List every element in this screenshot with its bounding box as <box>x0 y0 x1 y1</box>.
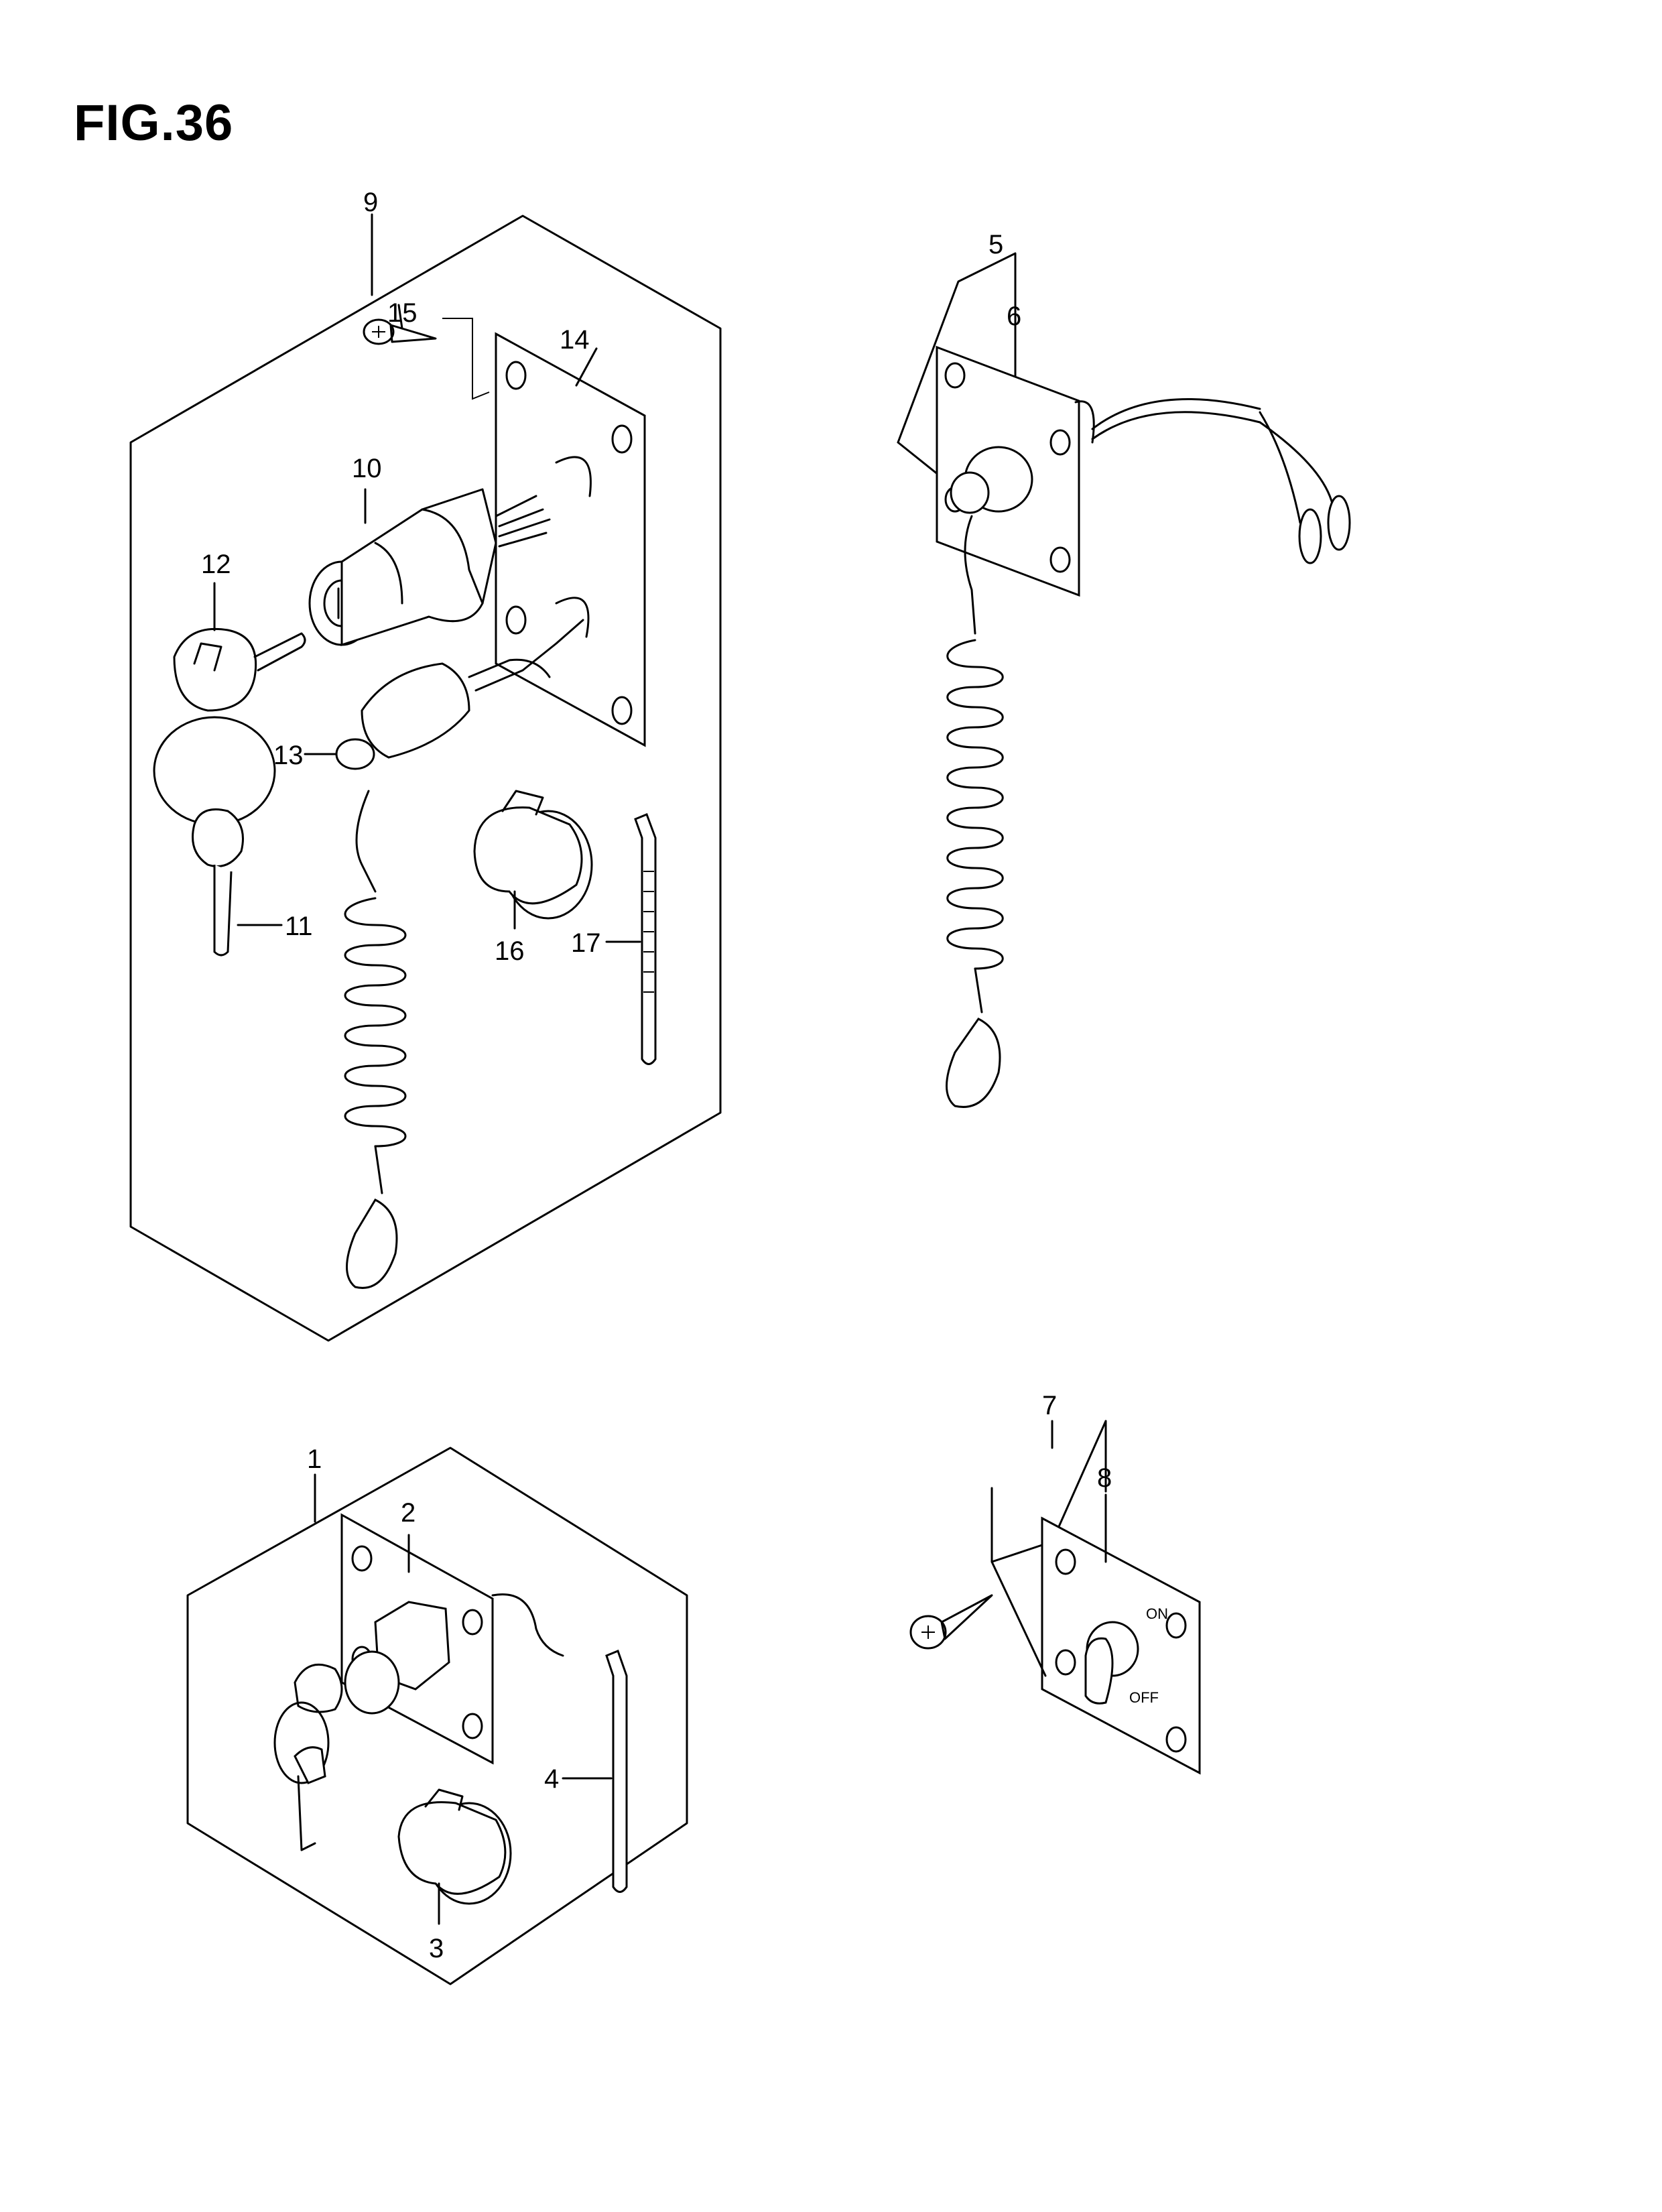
screw-15 <box>363 304 437 345</box>
callout-10: 10 <box>352 454 382 483</box>
leader-15 <box>397 304 403 330</box>
callout-4: 4 <box>544 1764 559 1794</box>
figure-title: FIG.36 <box>74 95 234 151</box>
callout-12: 12 <box>201 550 231 579</box>
key-set-12 <box>153 582 306 826</box>
kit-9-outline <box>129 214 722 1342</box>
callout-14: 14 <box>560 325 590 355</box>
callout-17: 17 <box>571 928 601 958</box>
callout-15: 15 <box>387 298 418 328</box>
lanyard-coil-right <box>946 639 1004 970</box>
callout-2: 2 <box>401 1498 416 1528</box>
callout-3: 3 <box>429 1934 444 1963</box>
kit-1-group <box>186 1447 688 1985</box>
callout-5: 5 <box>988 230 1003 259</box>
stop-switch-13 <box>304 619 584 770</box>
callout-9: 9 <box>363 188 378 217</box>
cable-tie-17 <box>605 813 657 1065</box>
kit-9-group <box>129 213 722 1342</box>
callout-13: 13 <box>273 741 304 770</box>
callout-16: 16 <box>495 936 525 966</box>
ignition-switch-10 <box>308 488 551 647</box>
leader-14 <box>575 347 598 387</box>
kit-5-6-group <box>897 252 1351 1108</box>
kit-7-8-group: ON OFF <box>909 1420 1201 1775</box>
key-11 <box>192 808 283 957</box>
kit-1-outline <box>186 1447 688 1985</box>
bracket-5-6 <box>897 252 1017 444</box>
callout-labels: 9 15 14 10 12 13 11 16 17 5 6 1 2 3 4 7 … <box>201 188 1112 1963</box>
switch-on-mark: ON <box>1146 1605 1168 1622</box>
callout-6: 6 <box>1007 302 1021 331</box>
cap-16 <box>473 790 593 930</box>
lanyard-coil-left <box>344 790 407 1289</box>
callout-1: 1 <box>307 1445 322 1474</box>
panel-14 <box>495 332 646 747</box>
cable-tie-4 <box>605 1650 628 1893</box>
callout-11: 11 <box>285 912 313 941</box>
switch-off-mark: OFF <box>1129 1689 1159 1706</box>
callout-7: 7 <box>1042 1391 1057 1420</box>
callout-8: 8 <box>1097 1463 1112 1493</box>
